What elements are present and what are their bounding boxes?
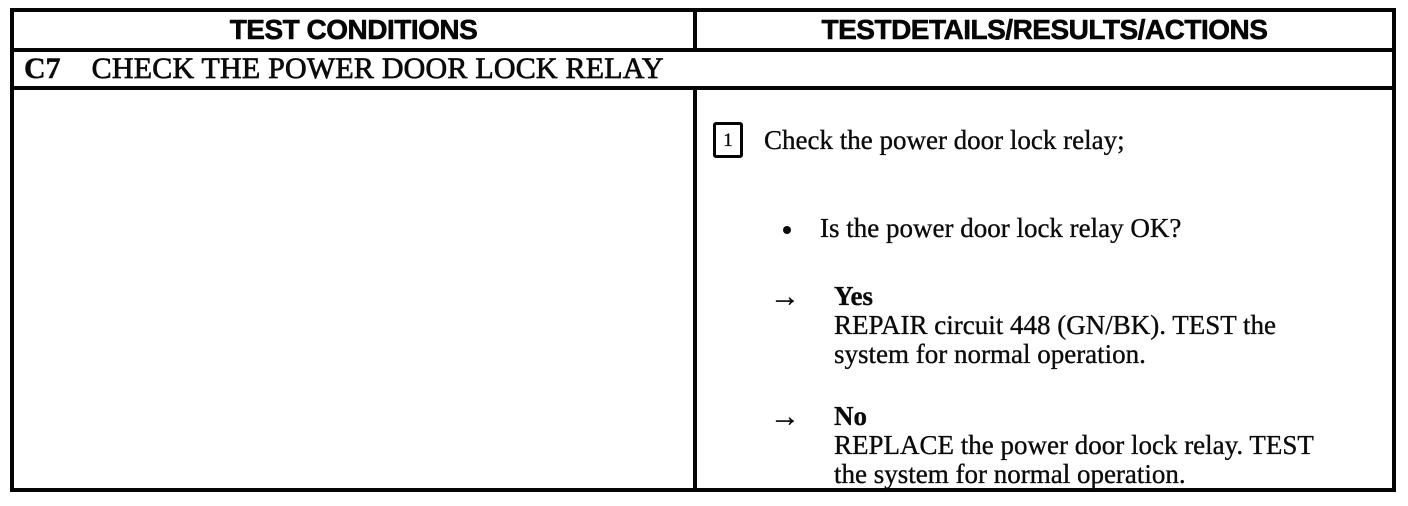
result-text-yes: Yes REPAIR circuit 448 (GN/BK). TEST the…	[834, 281, 1276, 369]
result-answer-yes: Yes	[834, 281, 873, 311]
arrow-right-icon: →	[770, 400, 800, 433]
table-body-row: 1 Check the power door lock relay; Is th…	[14, 90, 1392, 489]
bullet-icon	[783, 225, 791, 234]
step-number-box: 1	[713, 122, 743, 158]
test-code: C7	[24, 52, 61, 85]
diagnostic-table: TEST CONDITIONS TESTDETAILS/RESULTS/ACTI…	[10, 8, 1396, 492]
result-action-yes-line1: REPAIR circuit 448 (GN/BK). TEST the	[834, 310, 1276, 340]
test-conditions-header: TEST CONDITIONS	[14, 12, 697, 48]
test-step-title-row: C7 CHECK THE POWER DOOR LOCK RELAY	[14, 52, 1392, 90]
question-text: Is the power door lock relay OK?	[820, 213, 1182, 243]
test-conditions-cell	[14, 90, 697, 488]
step-number: 1	[723, 129, 733, 151]
table-header-row: TEST CONDITIONS TESTDETAILS/RESULTS/ACTI…	[14, 12, 1392, 52]
result-action-yes-line2: system for normal operation.	[834, 339, 1146, 369]
test-details-cell: 1 Check the power door lock relay; Is th…	[697, 90, 1392, 489]
test-details-results-actions-header: TESTDETAILS/RESULTS/ACTIONS	[821, 14, 1268, 46]
test-title: CHECK THE POWER DOOR LOCK RELAY	[91, 52, 664, 86]
question-line: Is the power door lock relay OK?	[783, 213, 1182, 243]
result-action-no-line2: the system for normal operation.	[834, 459, 1186, 489]
arrow-right-icon: →	[770, 280, 800, 313]
result-action-no-line1: REPLACE the power door lock relay. TEST	[834, 430, 1314, 460]
step-instruction: Check the power door lock relay;	[764, 124, 1125, 155]
step-line: 1 Check the power door lock relay;	[713, 122, 1125, 158]
result-block-yes: → Yes REPAIR circuit 448 (GN/BK). TEST t…	[770, 280, 1276, 369]
result-text-no: No REPLACE the power door lock relay. TE…	[834, 401, 1314, 489]
result-block-no: → No REPLACE the power door lock relay. …	[770, 400, 1314, 489]
result-answer-no: No	[834, 401, 867, 431]
